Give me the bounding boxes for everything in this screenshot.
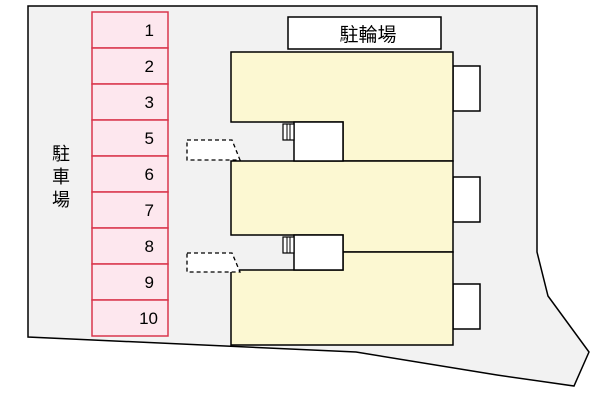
parking-label-char: 駐 [52,144,70,165]
balcony [452,176,481,223]
bicycle-parking-label: 駐輪場 [339,24,396,46]
parking-space: 8 [91,227,169,265]
parking-space-number: 2 [145,57,154,76]
parking-space-number: 10 [139,309,158,328]
parking-space-cell [91,47,169,85]
parking-space-number: 7 [145,201,154,220]
parking-space-cell [91,83,169,121]
parking-space: 6 [91,155,169,193]
parking-space-cell [91,11,169,49]
balcony [452,65,481,112]
entrance [293,234,344,271]
parking-label-char: 車 [52,167,70,188]
parking-space: 1 [91,11,169,49]
stair-mark-box [282,236,295,254]
parking-space: 2 [91,47,169,85]
parking-space-cell [91,191,169,229]
parking-space: 10 [91,299,169,337]
parking-space-number: 5 [145,129,154,148]
parking-space-number: 3 [145,93,154,112]
parking-space-cell [91,227,169,265]
stair-mark-box [282,123,295,141]
parking-space-cell [91,263,169,301]
parking-label-char: 場 [52,190,70,211]
dashed-stall-outline [186,139,241,161]
parking-space-cell [91,155,169,193]
parking-space: 7 [91,191,169,229]
balcony [452,283,481,330]
stair-mark [282,123,295,141]
parking-spaces: 1 2 3 5 6 7 8 9 [91,11,169,337]
stair-mark [282,236,295,254]
parking-space-number: 6 [145,165,154,184]
bicycle-parking-box [287,16,442,50]
entrance [293,121,344,162]
parking-space-cell [91,119,169,157]
parking-space-number: 9 [145,273,154,292]
dashed-stall-outline [186,252,241,273]
parking-space: 9 [91,263,169,301]
parking-lot-label: 駐 車 場 [52,144,70,211]
parking-space-number: 1 [145,21,154,40]
parking-space: 3 [91,83,169,121]
parking-space-cell [91,299,169,337]
parking-space-number: 8 [145,237,154,256]
bicycle-parking: 駐輪場 [287,16,442,50]
parking-space: 5 [91,119,169,157]
